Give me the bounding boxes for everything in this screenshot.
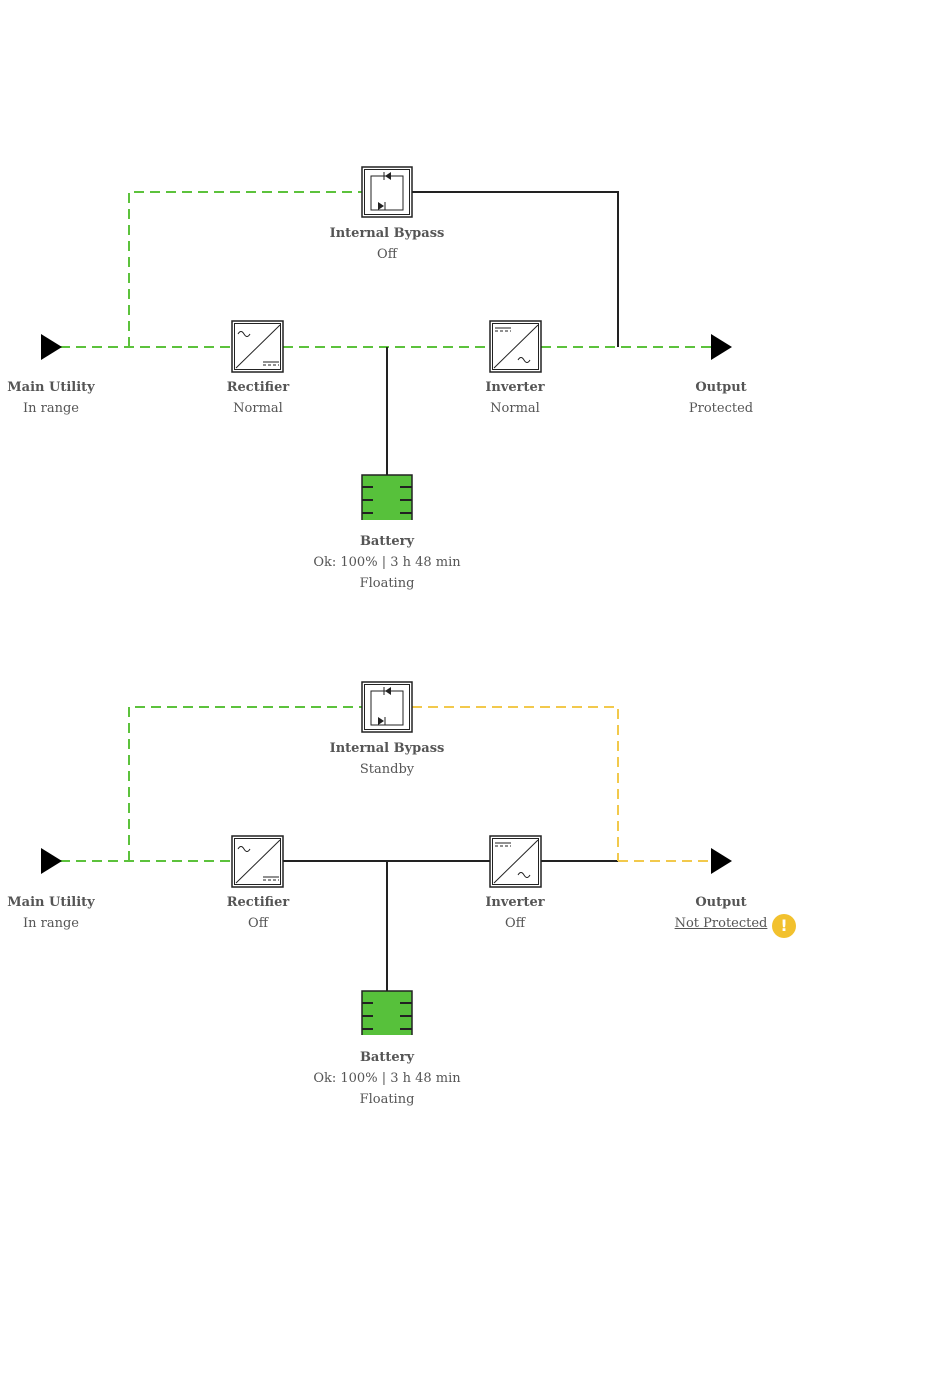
rectifier-status: Normal	[168, 398, 348, 419]
battery-icon[interactable]	[362, 991, 412, 1035]
inverter-label: Inverter Normal	[425, 377, 605, 419]
rectifier-title: Rectifier	[168, 892, 348, 913]
main-utility-status: In range	[0, 913, 141, 934]
bypass-label: Internal Bypass Off	[297, 223, 477, 265]
inverter-icon[interactable]	[490, 321, 541, 372]
output-arrow-icon	[711, 334, 732, 360]
output-title: Output	[631, 377, 811, 398]
battery-label: Battery Ok: 100% | 3 h 48 min Floating	[297, 1047, 477, 1110]
rectifier-label: Rectifier Normal	[168, 377, 348, 419]
main-utility-arrow-icon	[41, 334, 62, 360]
bypass-icon[interactable]	[362, 167, 412, 217]
battery-title: Battery	[297, 1047, 477, 1068]
warning-icon[interactable]: !	[772, 914, 796, 938]
output-title: Output	[631, 892, 811, 913]
bypass-status: Off	[297, 244, 477, 265]
rectifier-title: Rectifier	[168, 377, 348, 398]
bypass-icon[interactable]	[362, 682, 412, 732]
main-utility-title: Main Utility	[0, 892, 141, 913]
inverter-label: Inverter Off	[425, 892, 605, 934]
rectifier-icon[interactable]	[232, 836, 283, 887]
main-utility-label: Main Utility In range	[0, 892, 141, 934]
battery-status: Ok: 100% | 3 h 48 min	[297, 1068, 477, 1089]
main-utility-arrow-icon	[41, 848, 62, 874]
main-utility-label: Main Utility In range	[0, 377, 141, 419]
battery-icon[interactable]	[362, 475, 412, 520]
main-utility-title: Main Utility	[0, 377, 141, 398]
rectifier-icon[interactable]	[232, 321, 283, 372]
rectifier-status: Off	[168, 913, 348, 934]
bypass-status: Standby	[297, 759, 477, 780]
bypass-title: Internal Bypass	[297, 738, 477, 759]
output-arrow-icon	[711, 848, 732, 874]
inverter-title: Inverter	[425, 892, 605, 913]
ups-diagram-bypass: Main Utility In range Rectifier Off Inve…	[0, 515, 950, 1035]
inverter-status: Off	[425, 913, 605, 934]
main-utility-status: In range	[0, 398, 141, 419]
rectifier-label: Rectifier Off	[168, 892, 348, 934]
battery-mode: Floating	[297, 1089, 477, 1110]
ups-diagram-normal: Main Utility In range Rectifier Normal I…	[0, 0, 950, 520]
inverter-status: Normal	[425, 398, 605, 419]
bypass-label: Internal Bypass Standby	[297, 738, 477, 780]
bypass-title: Internal Bypass	[297, 223, 477, 244]
inverter-title: Inverter	[425, 377, 605, 398]
output-label: Output Protected	[631, 377, 811, 419]
inverter-icon[interactable]	[490, 836, 541, 887]
output-status: Protected	[631, 398, 811, 419]
